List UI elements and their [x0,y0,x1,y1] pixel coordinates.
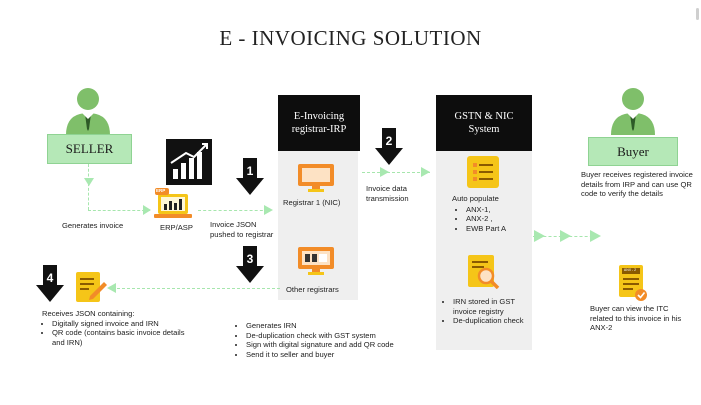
irp-gstn-connector [362,172,430,173]
step-2-label: 2 [385,134,393,148]
irp-process-block: Generates IRN De-duplication check with … [236,321,436,359]
seller-erp-arrow-icon [143,205,151,215]
irp-process-item: Sign with digital signature and add QR c… [246,340,436,350]
other-registrars-icon [298,247,334,275]
auto-populate-item: ANX-2 , [466,214,532,224]
buyer-view-itc-text: Buyer can view the ITC related to this i… [590,304,682,333]
erp-registrar-arrow-icon [264,205,273,215]
auto-populate-list: ANX-1, ANX-2 , EWB Part A [452,205,532,234]
buyer-receives-text: Buyer receives registered invoice detail… [581,170,693,199]
gstn-buyer-arrow-2-icon [560,230,571,242]
page-title: E - INVOICING SOLUTION [219,26,482,50]
irp-process-list: Generates IRN De-duplication check with … [236,321,436,359]
irp-process-item: De-duplication check with GST system [246,331,436,341]
step-4-arrow-icon [36,265,64,302]
buyer-label-box: Buyer [588,137,678,166]
anx2-icon-tag: ANX - 2 [623,268,637,272]
irp-gstn-arrow-2-icon [421,167,430,177]
irp-process-item: Generates IRN [246,321,436,331]
invoice-json-pushed-text: Invoice JSON pushed to registrar [210,220,274,239]
registrar-1-monitor-icon [298,164,334,192]
step-4-label: 4 [46,271,54,285]
scroll-indicator [696,8,699,20]
irn-registry-search-icon [468,255,500,289]
receives-json-item: Digitally signed invoice and IRN [52,319,192,329]
growth-chart-icon [166,139,212,185]
erp-registrar-connector [198,210,268,211]
receives-json-item: QR code (contains basic invoice details … [52,328,192,347]
auto-populate-item: EWB Part A [466,224,532,234]
erp-icon-tag: ERP [156,188,166,193]
invoice-data-transmission-text: Invoice data transmission [366,184,409,203]
irp-gstn-arrow-1-icon [380,167,389,177]
auto-populate-title: Auto populate [452,194,499,203]
buyer-person-icon [611,88,655,135]
step-3-arrow-icon [236,246,264,283]
erp-laptop-icon [154,188,192,218]
other-registrars-label: Other registrars [286,285,339,294]
irp-gst-list: IRN stored in GST invoice registry De-du… [440,297,530,326]
seller-person-icon [66,88,110,135]
gstn-header: GSTN & NIC System [436,95,532,151]
receives-json-title: Receives JSON containing: [42,309,135,318]
auto-populate-block: Auto populate ANX-1, ANX-2 , EWB Part A [452,194,532,233]
seller-erp-connector [88,210,150,211]
return-connector [112,288,280,289]
step-2-arrow-icon [375,128,403,165]
irp-gst-item: IRN stored in GST invoice registry [453,297,530,316]
step-1-arrow-icon [236,158,264,195]
seller-down-connector [88,164,89,210]
step-3-label: 3 [246,252,254,266]
anx2-document-icon [619,265,647,301]
step-1-label: 1 [246,164,254,178]
auto-populate-item: ANX-1, [466,205,532,215]
receives-json-block: Receives JSON containing: Digitally sign… [42,309,192,347]
gstn-buyer-arrow-1-icon [534,230,545,242]
irp-gst-item: De-duplication check [453,316,530,326]
erp-label: ERP/ASP [160,223,193,232]
seller-label-box: SELLER [47,134,132,164]
irp-process-item: Send it to seller and buyer [246,350,436,360]
receives-json-list: Digitally signed invoice and IRN QR code… [42,319,192,348]
registrar-1-label: Registrar 1 (NIC) [283,198,341,207]
seller-down-arrow-icon [84,178,94,186]
signed-document-icon [76,272,107,302]
irp-gst-block: IRN stored in GST invoice registry De-du… [440,297,530,326]
return-arrow-icon [107,283,116,293]
generates-invoice-text: Generates invoice [62,221,124,230]
irp-header: E-Invoicing registrar-IRP [278,95,360,151]
gstn-buyer-arrow-3-icon [590,230,601,242]
auto-populate-list-icon [467,156,499,188]
